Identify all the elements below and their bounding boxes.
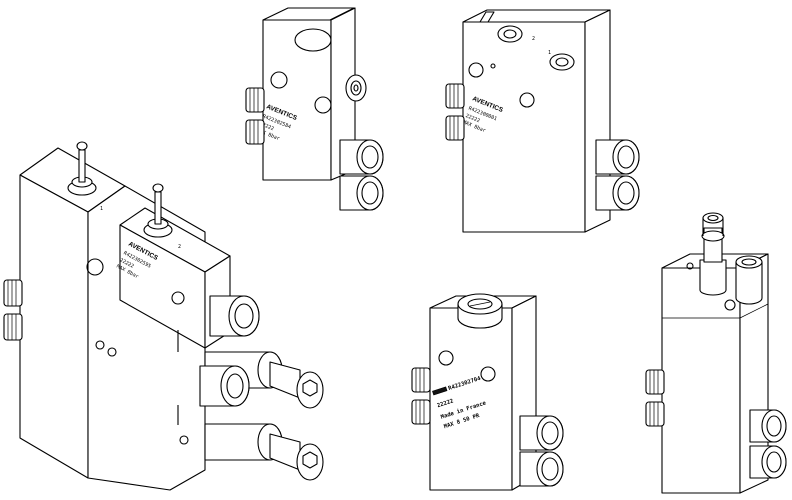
valve-a-tube-fitting-upper <box>339 139 384 175</box>
valve-b-line1: 22222 <box>465 113 481 124</box>
hex-socket-icon <box>302 379 318 397</box>
valve-d-tube-fitting-lower <box>519 451 564 487</box>
valve-c-port-mark-2: 2 <box>178 244 181 250</box>
valve-c-hole-2 <box>95 340 105 350</box>
valve-e-pin <box>686 262 694 270</box>
valve-e <box>645 212 787 494</box>
valve-a-hole-2 <box>314 96 332 114</box>
valve-b-pin <box>490 63 496 69</box>
valve-c-toggle-2 <box>143 183 173 238</box>
valve-d-rotary-knob <box>457 293 503 329</box>
valve-b-port-mark-1: 1 <box>548 50 551 56</box>
valve-c-hole-1 <box>86 258 104 276</box>
valve-c-hole-4 <box>171 291 185 305</box>
valve-c-tube-fitting <box>209 295 260 337</box>
valve-c-hole-3 <box>107 347 117 357</box>
valve-a-top-port <box>294 28 332 52</box>
valve-b-notch <box>479 11 495 23</box>
valve-b: 2 1 AVENTICS R422300001 22222 MAX 8bar <box>445 9 640 233</box>
valve-e-left-connectors <box>645 369 665 427</box>
valve-c-screw-fitting-1 <box>204 351 324 409</box>
valve-c-port-mark-1: 1 <box>100 206 103 212</box>
valve-b-tube-fitting-upper <box>595 139 640 175</box>
valve-a-tube-fitting-lower <box>339 175 384 211</box>
valve-d-line1: 22222 <box>436 398 454 409</box>
hex-socket-icon <box>302 451 318 469</box>
valve-d-logo-block <box>432 386 448 396</box>
valve-b-top-port-1 <box>497 25 523 43</box>
valve-a-hole-1 <box>270 71 288 89</box>
valve-c-base-front <box>19 174 89 479</box>
valve-b-hole-1 <box>468 62 484 78</box>
valve-d-front-face <box>429 307 513 491</box>
valve-c-left-connectors <box>3 279 23 341</box>
valve-c-hole-5 <box>179 435 189 445</box>
valve-d: R422302704 22222 Made in France MAX 8 50… <box>411 293 564 491</box>
valve-c-tube-fitting-2 <box>199 365 250 407</box>
valve-e-tube-fitting-lower <box>749 445 787 479</box>
valve-e-front-face <box>661 267 741 494</box>
valve-a-left-connectors <box>245 87 265 145</box>
valve-b-left-connectors <box>445 83 465 141</box>
valve-a: AVENTICS R422302584 22222 MAX 8bar <box>245 7 384 211</box>
valve-c-screw-fitting-2 <box>204 423 324 481</box>
valve-a-top-fitting <box>345 74 367 102</box>
valve-e-tube-fitting-upper <box>749 409 787 443</box>
valve-d-tube-fitting-upper <box>519 415 564 451</box>
valve-e-barb-fitting <box>699 212 727 296</box>
valve-b-tube-fitting-lower <box>595 175 640 211</box>
valve-e-top-tube-fitting <box>735 255 763 305</box>
valve-b-top-port-2 <box>549 53 575 71</box>
valve-e-parting-line <box>662 303 769 319</box>
valve-d-left-connectors <box>411 367 431 425</box>
valve-d-hole-1 <box>438 350 454 366</box>
valve-b-hole-2 <box>519 92 535 108</box>
valve-a-line1: 22222 <box>259 121 275 132</box>
valve-d-hole-2 <box>480 366 496 382</box>
valve-b-port-mark-2: 2 <box>532 36 535 42</box>
valve-e-hole-1 <box>724 299 736 311</box>
valve-a-front-face <box>262 19 332 181</box>
valve-c-assembly: AVENTICS R422302595 22222 MAX 8bar 1 2 <box>3 141 324 491</box>
valve-c-toggle-1 <box>67 141 97 196</box>
